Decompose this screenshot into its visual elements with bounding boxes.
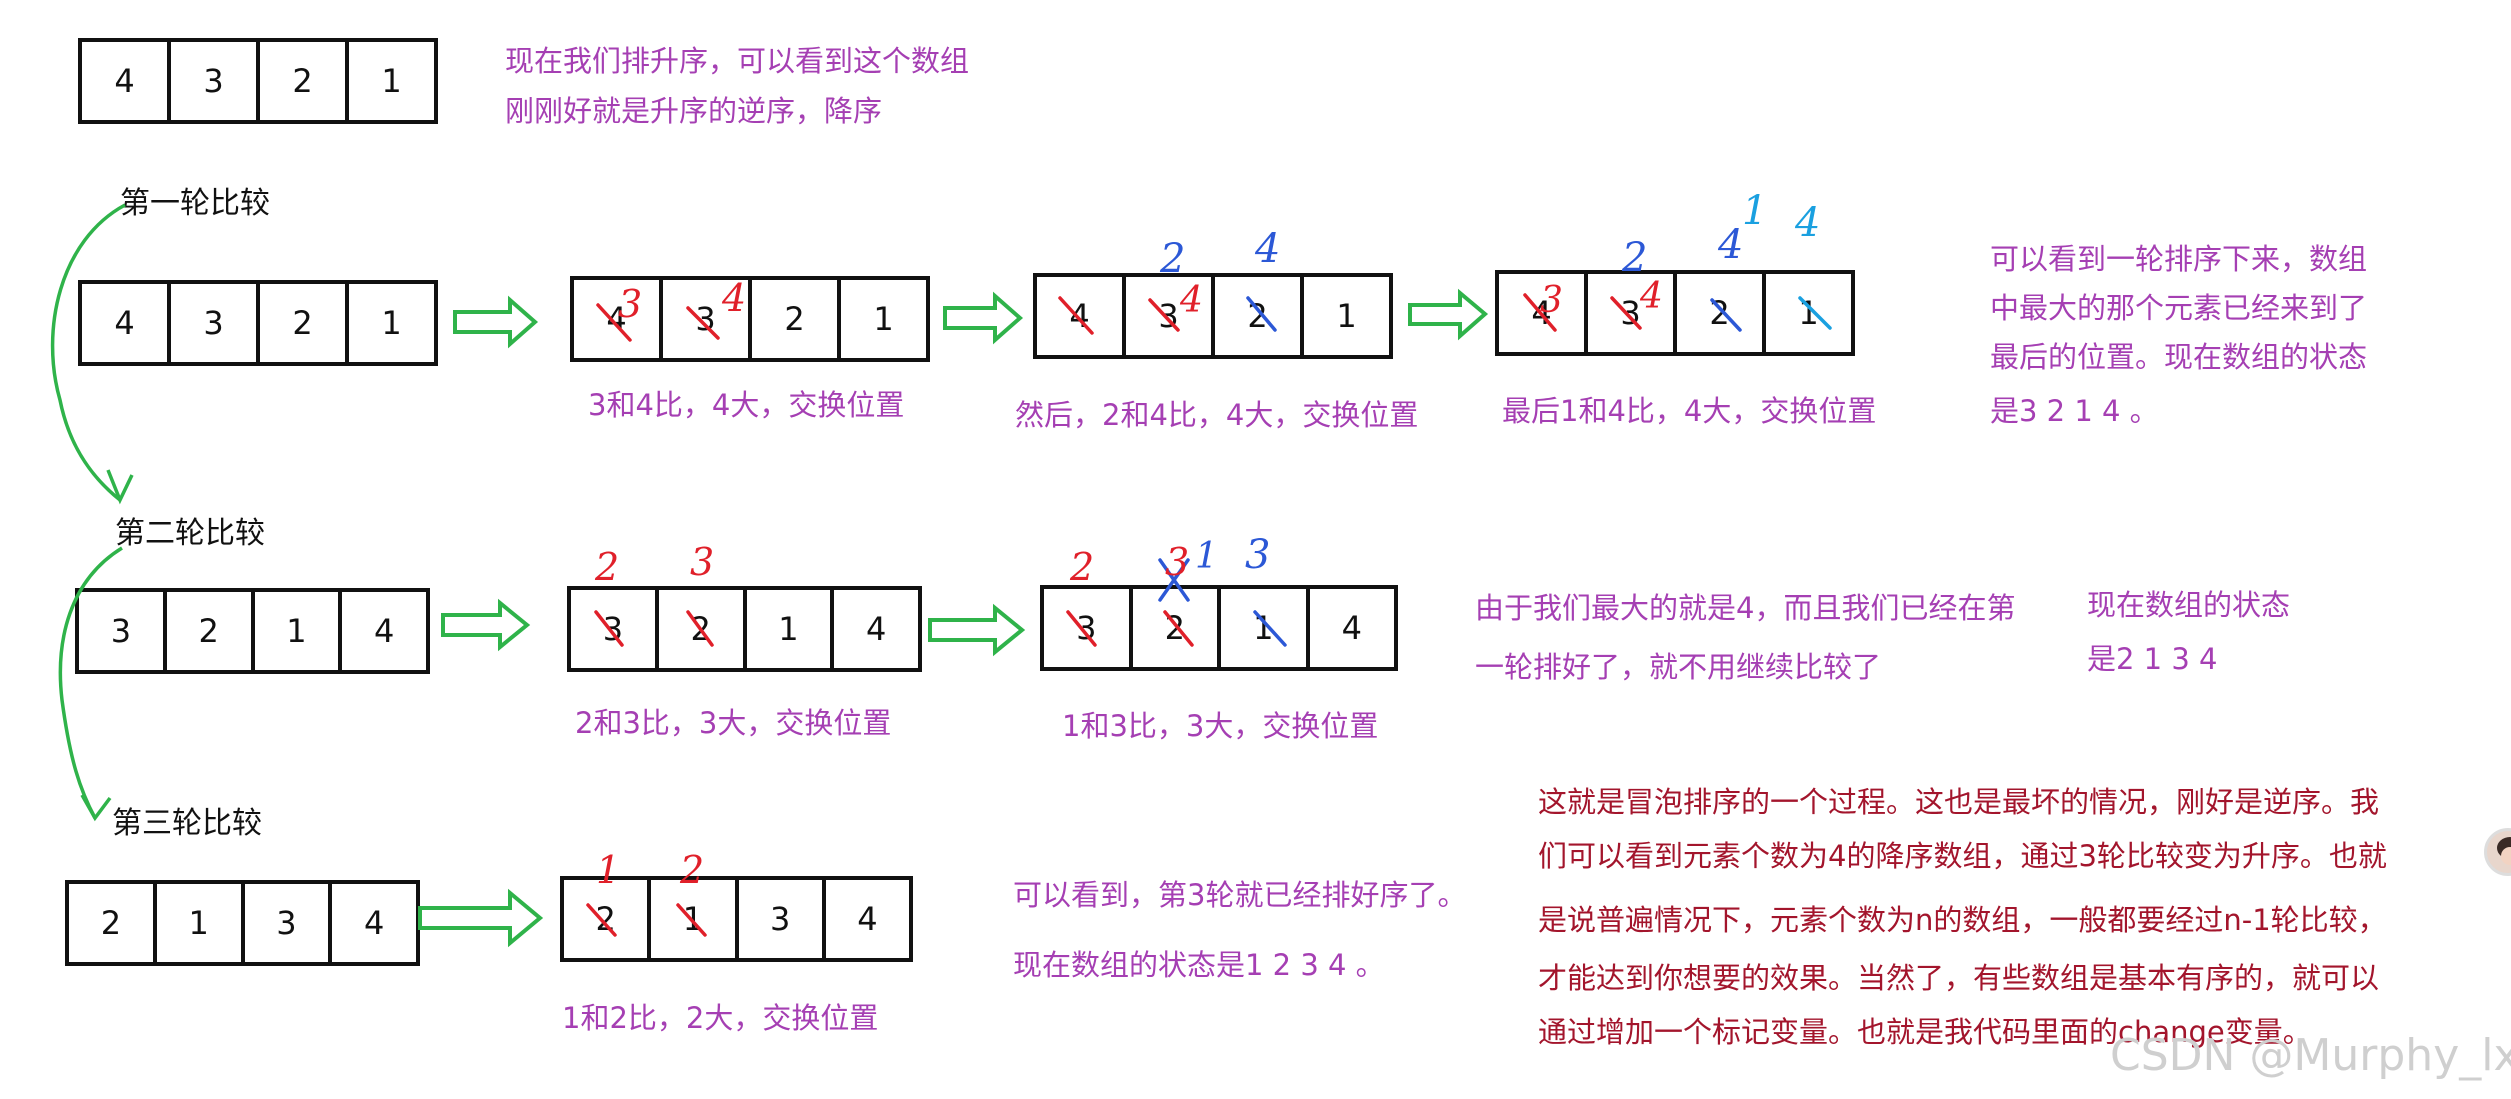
round2-caption-1: 2和3比，3大，交换位置: [575, 706, 892, 740]
conclusion-line-2: 们可以看到元素个数为4的降序数组，通过3轮比较变为升序。也就: [1538, 839, 2387, 873]
array-cell: 4: [1037, 277, 1126, 355]
array-cell: 2: [260, 42, 349, 120]
round1-summary-3: 最后的位置。现在数组的状态: [1990, 340, 2368, 374]
avatar[interactable]: [2484, 828, 2511, 876]
array-cell: 1: [255, 592, 343, 670]
round2-note-2: 一轮排好了，就不用继续比较了: [1475, 650, 1882, 684]
array-cell: 1: [1798, 294, 1819, 332]
round3-caption-1: 1和2比，2大，交换位置: [562, 1001, 879, 1035]
handwritten-mark: 4: [1255, 226, 1281, 272]
watermark: CSDN @Murphy_lx: [2110, 1030, 2511, 1081]
round1-summary-4: 是3 2 1 4 。: [1990, 394, 2159, 428]
array-cell: 4: [363, 904, 385, 942]
array-cell: 2: [659, 590, 747, 668]
round1-caption-3: 最后1和4比，4大，交换位置: [1502, 394, 1877, 428]
array-cell: 1: [873, 300, 894, 338]
handwritten-mark: 3: [1540, 280, 1563, 321]
round2-array-2: 3 2 1 4: [1040, 585, 1398, 671]
handwritten-mark: 2: [595, 545, 620, 589]
array-cell: 1: [747, 590, 835, 668]
conclusion-line-5: 通过增加一个标记变量。也就是我代码里面的change变量。: [1538, 1015, 2312, 1049]
round2-array-0: 3 2 1 4: [75, 588, 430, 674]
array-cell: 3: [1588, 274, 1677, 352]
array-cell: 2: [69, 884, 157, 962]
array-cell: 3: [571, 590, 659, 668]
round-connector-arrowhead: [80, 794, 112, 822]
handwritten-mark: 1: [1742, 188, 1768, 234]
array-cell: 4: [1341, 609, 1362, 647]
array-cell: 1: [1221, 589, 1310, 667]
array-cell: 3: [1044, 589, 1133, 667]
array-cell: 3: [245, 884, 333, 962]
round2-caption-2: 1和3比，3大，交换位置: [1062, 709, 1379, 743]
round2-array-1: 3 2 1 4: [567, 586, 922, 672]
intro-text-line2: 刚刚好就是升序的逆序，降序: [505, 94, 883, 128]
round2-state-2: 是2 1 3 4: [2087, 642, 2218, 676]
handwritten-mark: 4: [1180, 280, 1203, 321]
array-cell: 2: [260, 284, 349, 362]
handwritten-mark: 4: [1795, 200, 1821, 246]
array-cell: 1: [381, 304, 402, 342]
round1-summary-1: 可以看到一轮排序下来，数组: [1990, 242, 2368, 276]
array-cell: 4: [373, 612, 395, 650]
intro-array: 4 3 2 1: [78, 38, 438, 124]
step-arrow: [1408, 288, 1489, 341]
step-arrow: [441, 598, 531, 652]
conclusion-line-4: 才能达到你想要的效果。当然了，有些数组是基本有序的，就可以: [1538, 961, 2380, 995]
array-cell: 4: [865, 610, 887, 648]
array-cell: 1: [381, 62, 402, 100]
round1-array-2: 4 3 2 1: [1033, 273, 1393, 359]
step-arrow: [453, 295, 539, 349]
handwritten-mark: 3: [1165, 540, 1190, 584]
round3-note-1: 可以看到，第3轮就已经排好序了。: [1013, 878, 1467, 912]
handwritten-mark: 2: [1622, 235, 1648, 281]
array-cell: 3: [739, 880, 826, 958]
round-connector-arrowhead: [106, 469, 134, 505]
array-cell: 2: [167, 592, 255, 670]
array-cell: 2: [1677, 274, 1766, 352]
array-cell: 3: [171, 42, 260, 120]
array-cell: 1: [157, 884, 245, 962]
step-arrow: [943, 291, 1024, 345]
array-cell: 4: [82, 284, 171, 362]
array-cell: 1: [1336, 297, 1357, 335]
handwritten-mark: 2: [1160, 236, 1186, 282]
array-cell: 2: [1215, 277, 1304, 355]
array-cell: 2: [1133, 589, 1221, 667]
handwritten-mark: 3: [690, 540, 715, 584]
round3-array-1: 2 1 3 4: [560, 876, 913, 962]
round2-note-1: 由于我们最大的就是4，而且我们已经在第: [1475, 591, 2016, 625]
handwritten-mark: 2: [680, 848, 705, 892]
round1-caption-2: 然后，2和4比，4大，交换位置: [1015, 398, 1419, 432]
array-cell: 2: [752, 280, 841, 358]
handwritten-mark: 1: [1195, 536, 1218, 577]
round2-label: 第二轮比较: [115, 516, 265, 551]
handwritten-mark: 4: [1718, 222, 1744, 268]
step-arrow: [418, 888, 544, 948]
round3-array-0: 2 1 3 4: [65, 880, 420, 966]
round1-summary-2: 中最大的那个元素已经来到了: [1990, 291, 2368, 325]
round1-caption-1: 3和4比，4大，交换位置: [588, 388, 905, 422]
handwritten-mark: 3: [618, 282, 643, 326]
round3-note-2: 现在数组的状态是1 2 3 4 。: [1013, 948, 1385, 982]
handwritten-mark: 1: [596, 848, 621, 892]
conclusion-line-1: 这就是冒泡排序的一个过程。这也是最坏的情况，刚好是逆序。我: [1538, 785, 2380, 819]
round1-array-0: 4 3 2 1: [78, 280, 438, 366]
array-cell: 3: [79, 592, 167, 670]
round1-label: 第一轮比较: [120, 186, 270, 221]
handwritten-mark: 4: [1640, 276, 1663, 317]
handwritten-mark: 2: [1070, 545, 1095, 589]
handwritten-mark: 3: [1245, 532, 1271, 578]
round3-label: 第三轮比较: [112, 806, 262, 841]
intro-text-line1: 现在我们排升序，可以看到这个数组: [505, 44, 970, 78]
round2-state-1: 现在数组的状态: [2087, 588, 2291, 622]
array-cell: 3: [171, 284, 260, 362]
handwritten-mark: 4: [722, 276, 747, 320]
array-cell: 4: [82, 42, 171, 120]
array-cell: 4: [857, 900, 878, 938]
conclusion-line-3: 是说普遍情况下，元素个数为n的数组，一般都要经过n-1轮比较，: [1538, 903, 2387, 937]
step-arrow: [928, 603, 1026, 657]
